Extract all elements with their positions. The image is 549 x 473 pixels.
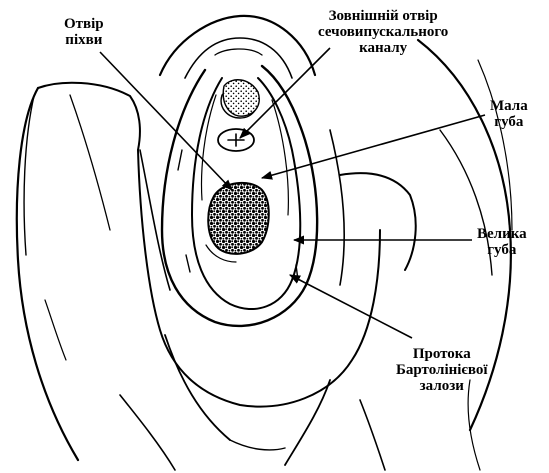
label-bartholin-duct: Протока Бартолінієвої залози xyxy=(396,346,488,394)
label-urethral-opening-line3: каналу xyxy=(318,40,448,56)
vaginal-opening-shape xyxy=(208,183,269,254)
label-urethral-opening: Зовнішній отвір сечовипускального каналу xyxy=(318,8,448,56)
mons-outline xyxy=(160,16,315,78)
label-labia-minora-line1: Мала xyxy=(490,98,528,114)
label-vaginal-opening-line2: піхви xyxy=(64,32,104,48)
label-urethral-opening-line2: сечовипускального xyxy=(318,24,448,40)
label-labia-minora-line2: губа xyxy=(490,114,528,130)
label-urethral-opening-line1: Зовнішній отвір xyxy=(318,8,448,24)
label-labia-majora-line2: губа xyxy=(477,242,527,258)
label-labia-majora: Велика губа xyxy=(477,226,527,258)
label-bartholin-duct-line3: залози xyxy=(396,378,488,394)
left-thigh-outline xyxy=(17,83,140,460)
label-labia-minora: Мала губа xyxy=(490,98,528,130)
urethral-opening xyxy=(218,129,254,151)
label-bartholin-duct-line1: Протока xyxy=(396,346,488,362)
label-labia-majora-line1: Велика xyxy=(477,226,527,242)
leader-vaginal-opening xyxy=(100,52,232,190)
label-bartholin-duct-line2: Бартолінієвої xyxy=(396,362,488,378)
clitoral-stipple xyxy=(223,80,259,116)
leader-bartholin-duct xyxy=(290,275,412,338)
label-vaginal-opening-line1: Отвір xyxy=(64,16,104,32)
label-vaginal-opening: Отвір піхви xyxy=(64,16,104,48)
